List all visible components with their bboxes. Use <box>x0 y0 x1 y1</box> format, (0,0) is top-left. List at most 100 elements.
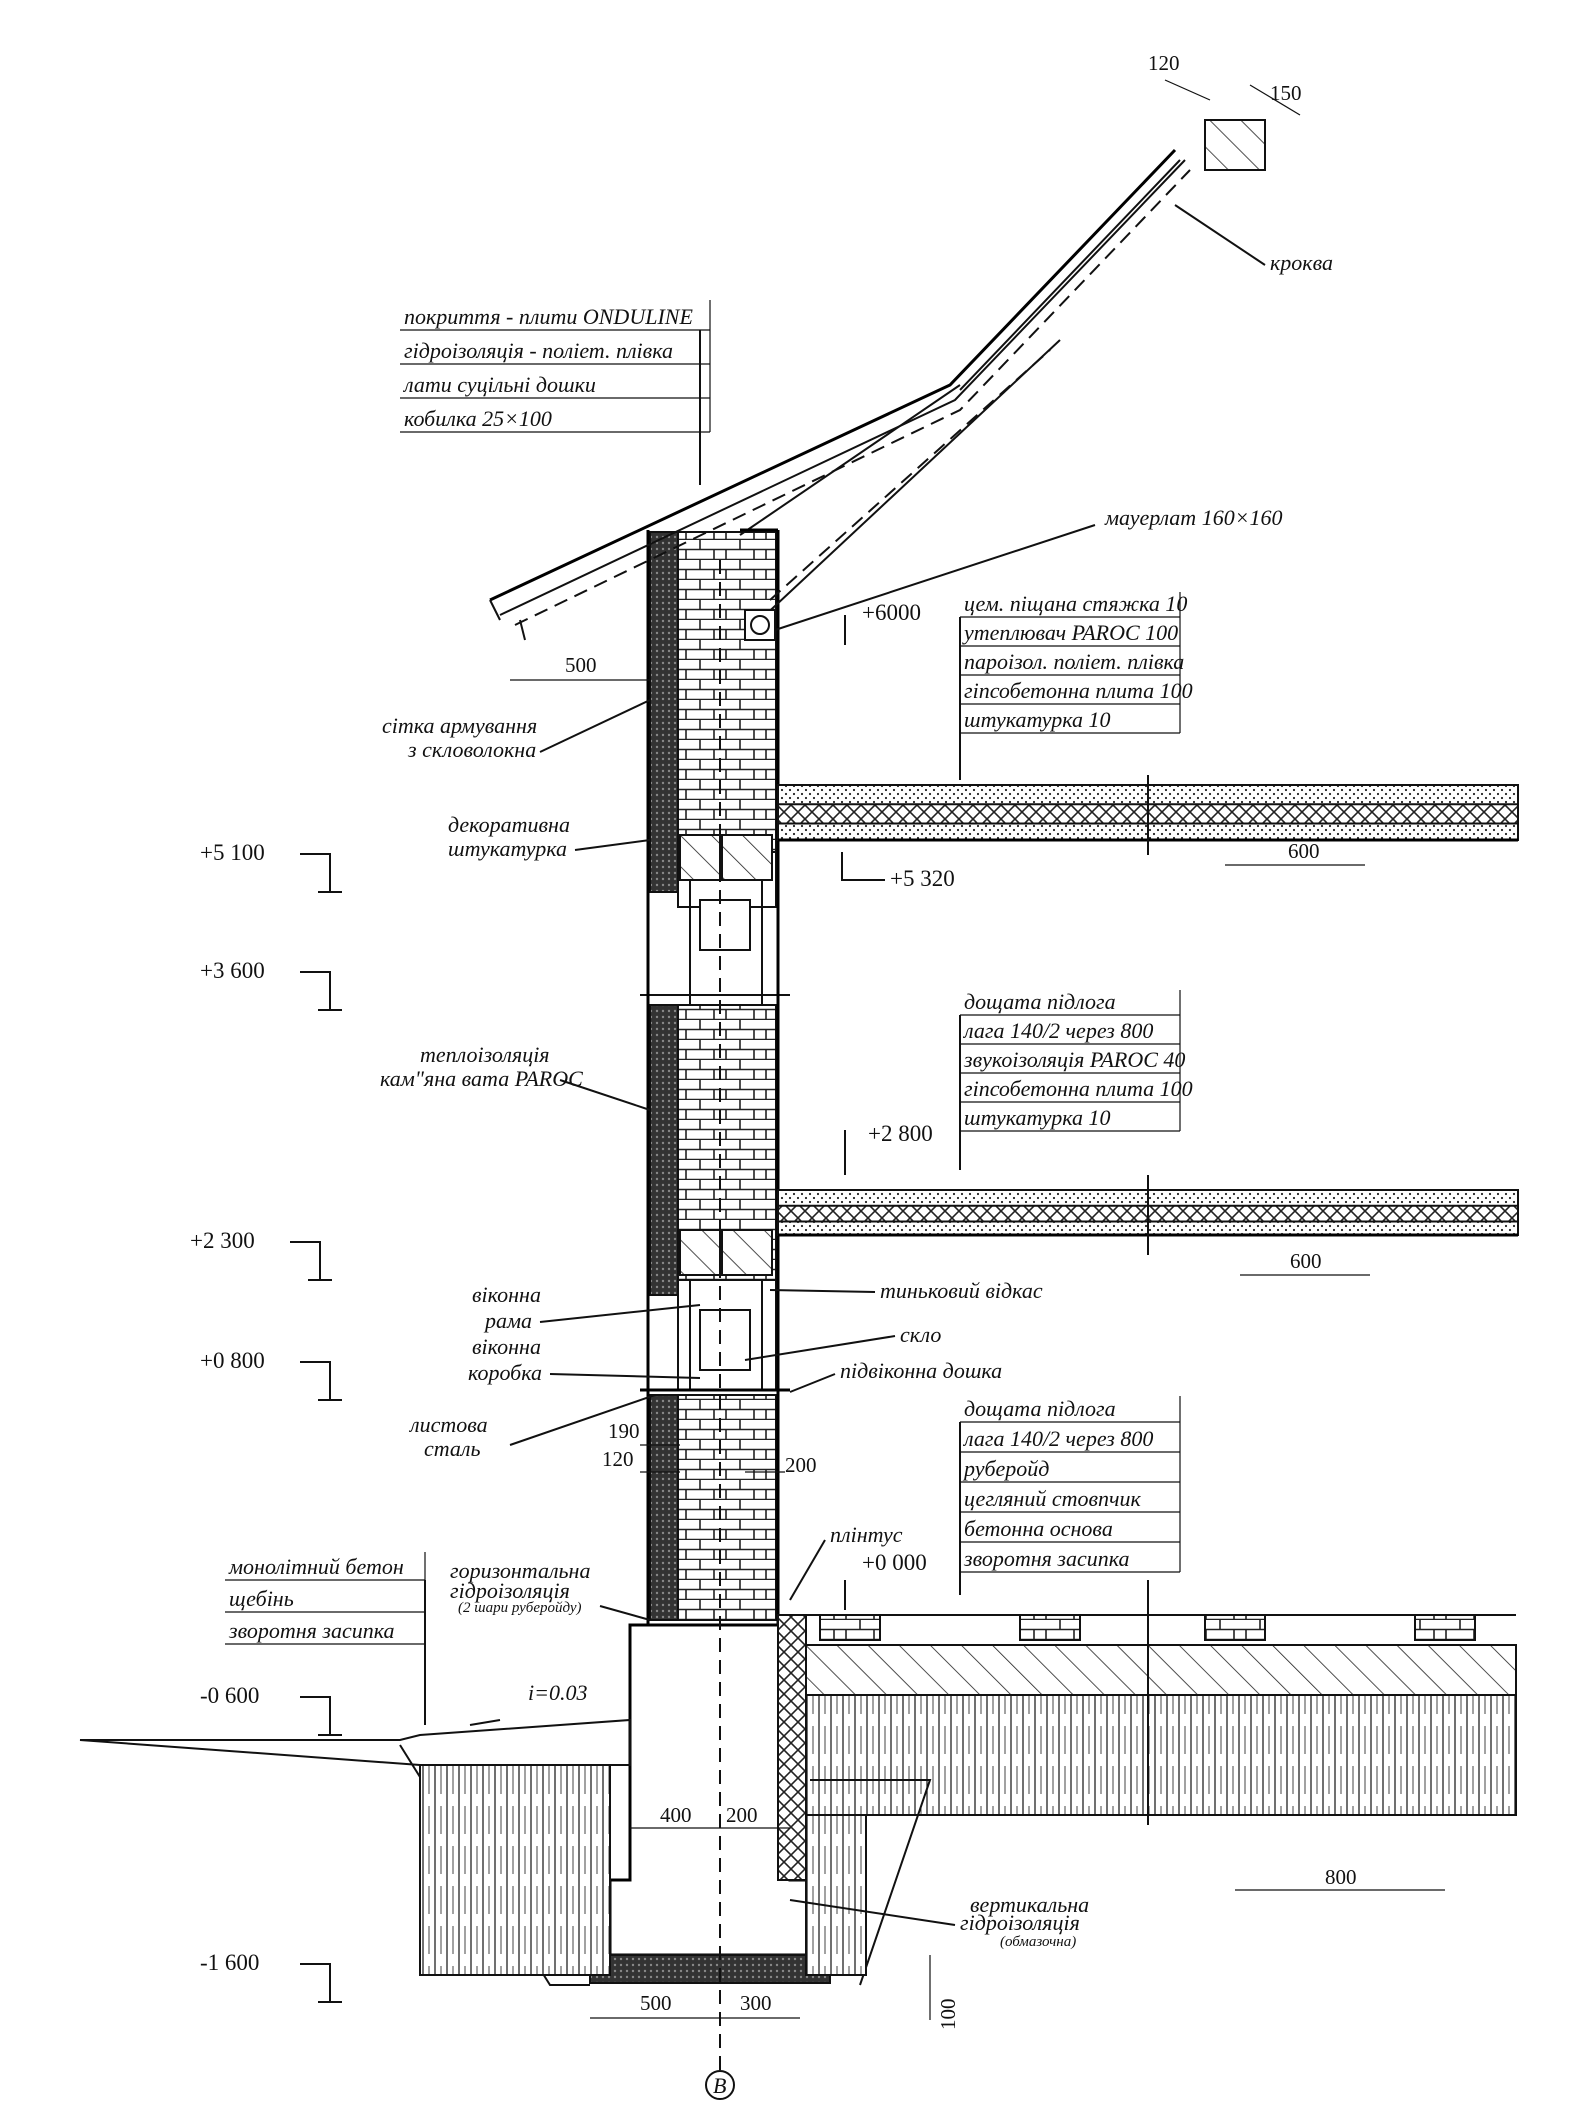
insulation-label: кам"яна вата PAROC <box>380 1066 583 1091</box>
dimension-4: 600 <box>1290 1249 1322 1273</box>
attic-layers-row-4: штукатурка 10 <box>964 707 1111 732</box>
axis-label: В <box>713 2073 726 2098</box>
window-glass-upper <box>699 899 751 951</box>
rafter-lower <box>759 339 1061 621</box>
level-5100: +5 100 <box>200 840 265 865</box>
frame-label: віконна <box>472 1282 541 1307</box>
lintel <box>679 834 721 881</box>
roof-layers-row-2: лати суцільні дошки <box>402 372 596 397</box>
eave-end <box>489 599 501 621</box>
glass-label-leader <box>744 1335 896 1361</box>
dimension-9: 200 <box>726 1803 758 1827</box>
paving <box>79 1718 631 1766</box>
plinth-label: плінтус <box>830 1522 903 1547</box>
dimension-8: 400 <box>660 1803 692 1827</box>
level-0000: +0 000 <box>862 1550 927 1575</box>
plaster-label-leader <box>574 839 651 851</box>
box-label-leader <box>549 1373 701 1379</box>
lintel <box>721 1229 773 1276</box>
dimension-line-0 <box>1164 79 1211 101</box>
level-m1600: -1 600 <box>200 1950 259 1975</box>
level-2300: +2 300 <box>190 1228 255 1253</box>
dimension-100: 100 <box>936 1999 960 2031</box>
brace <box>739 384 961 536</box>
frame-label-leader <box>539 1304 701 1323</box>
lintel <box>679 1229 721 1276</box>
mid-layers-row-2: звукоізоляція PAROC 40 <box>963 1047 1185 1072</box>
ground-layers-row-2: руберойд <box>962 1456 1049 1481</box>
wall-plate-label: мауерлат 160×160 <box>1104 505 1283 530</box>
level-m0600-mark <box>300 1696 331 1735</box>
level-2300-mark <box>290 1241 321 1280</box>
post-1 <box>1019 1614 1081 1641</box>
level-5100-mark <box>300 853 331 892</box>
ground-layers-row-5: зворотня засипка <box>963 1546 1129 1571</box>
dimension-2: 500 <box>565 653 597 677</box>
window-glass-lower <box>699 1309 751 1371</box>
mid-layers-row-1: лага 140/2 через 800 <box>962 1018 1153 1043</box>
wall-plate <box>744 609 776 641</box>
rafter-label: кроква <box>1270 250 1333 275</box>
dimension-6: 120 <box>602 1447 634 1471</box>
post-2 <box>1204 1614 1266 1641</box>
roof-layers-row-3: кобилка 25×100 <box>404 406 552 431</box>
dimension-5: 190 <box>608 1419 640 1443</box>
roof-layers-row-1: гідроізоляція - поліет. плівка <box>404 338 673 363</box>
steel-label: сталь <box>424 1436 481 1461</box>
dimension-11: 500 <box>640 1991 672 2015</box>
axis-bubble <box>705 2070 735 2100</box>
excavation-right <box>810 1779 932 1986</box>
lintel <box>721 834 773 881</box>
mesh-label: сітка армування <box>382 713 537 738</box>
slope-label: і=0.03 <box>528 1680 587 1705</box>
roof-underlay <box>514 169 1191 626</box>
dimension-12: 300 <box>740 1991 772 2015</box>
rafter-upper <box>959 159 1181 391</box>
level-3600: +3 600 <box>200 958 265 983</box>
dimension-0: 120 <box>1148 51 1180 75</box>
slope-label-leader <box>469 1719 501 1726</box>
brick-wall-attic <box>677 531 777 853</box>
plaster-label: штукатурка <box>448 836 567 861</box>
level-m0600: -0 600 <box>200 1683 259 1708</box>
level-0800-mark <box>300 1361 331 1400</box>
insulation-attic <box>649 531 679 893</box>
mid-layers-row-4: штукатурка 10 <box>964 1105 1111 1130</box>
mesh-label-leader <box>539 699 651 753</box>
insulation-label-leader <box>559 1079 651 1111</box>
vwp-label: (обмазочна) <box>1000 1934 1076 1950</box>
hwp-label: гідроізоляція <box>450 1578 570 1603</box>
rafter-label-leader <box>1174 204 1266 266</box>
mid-layers-row-0: дощата підлога <box>964 989 1116 1014</box>
attic-layers-row-3: гіпсобетонна плита 100 <box>964 678 1193 703</box>
mid-layers-row-3: гіпсобетонна плита 100 <box>964 1076 1193 1101</box>
hwp-label: (2 шари руберойду) <box>458 1600 582 1616</box>
ground-layers-row-4: бетонна основа <box>964 1516 1113 1541</box>
vwp-label: вертикальна <box>970 1892 1089 1917</box>
glass-label: скло <box>900 1322 941 1347</box>
post-3 <box>1414 1614 1476 1641</box>
ground-layers-row-1: лага 140/2 через 800 <box>962 1426 1153 1451</box>
ground-layers-row-3: цегляний стовпчик <box>964 1486 1142 1511</box>
hwp-label: горизонтальна <box>450 1558 590 1583</box>
attic-layers-row-1: утеплювач PAROC 100 <box>962 620 1178 645</box>
level-5320-mark <box>841 852 885 881</box>
level-6000: +6000 <box>862 600 921 625</box>
dimension-10: 800 <box>1325 1865 1357 1889</box>
steel-label-leader <box>509 1394 656 1446</box>
gutter <box>519 619 526 641</box>
sill-label: підвіконна дошка <box>840 1358 1002 1383</box>
level-3600-mark <box>300 971 331 1010</box>
frame-label: рама <box>483 1308 532 1333</box>
hwp-label-leader <box>599 1605 651 1621</box>
wall-plate-mark <box>750 615 770 635</box>
level-m1600-mark <box>300 1963 331 2002</box>
insulation-middle <box>649 1004 679 1296</box>
sill-label-leader <box>789 1373 836 1393</box>
paving-layers-row-0: монолітний бетон <box>228 1554 404 1579</box>
soil-left <box>419 1764 611 1976</box>
hip-line <box>769 349 1051 601</box>
level-5320: +5 320 <box>890 866 955 891</box>
